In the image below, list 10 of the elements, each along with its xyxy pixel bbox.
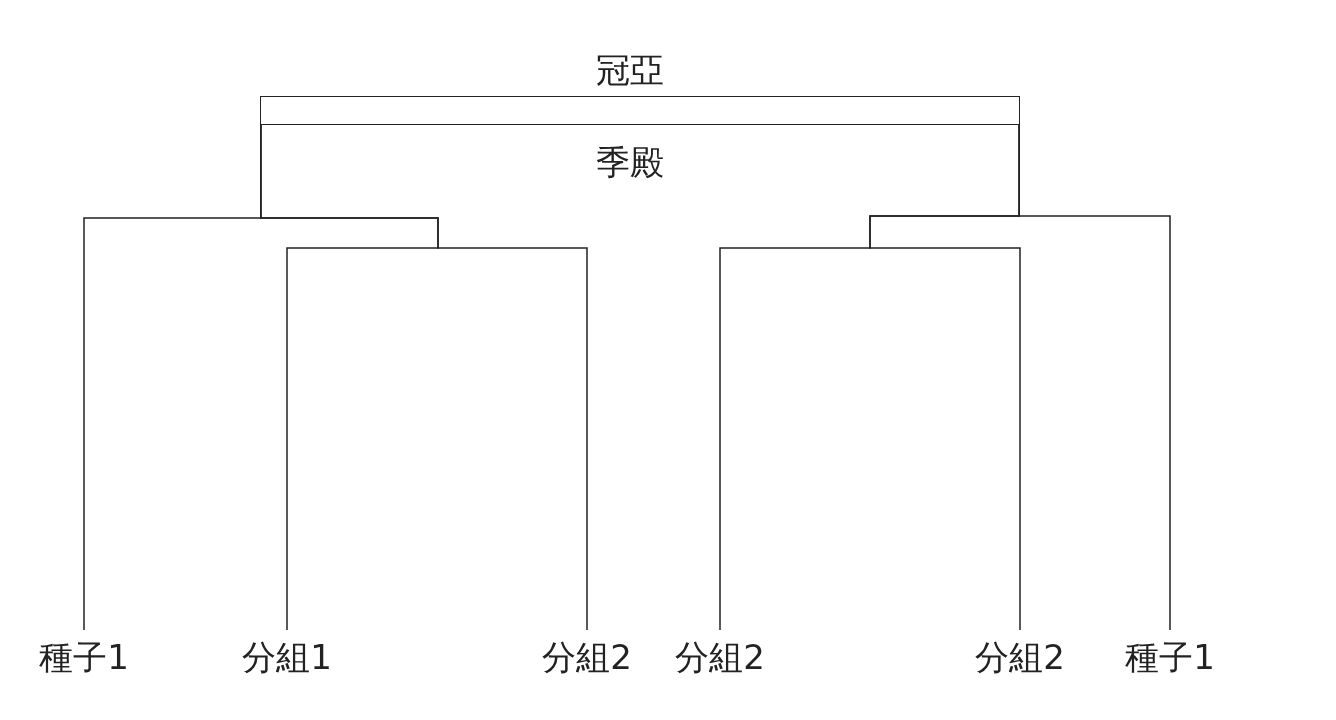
team-label: 種子1: [1125, 637, 1215, 677]
team-label: 分組2: [542, 637, 632, 677]
team-label: 種子1: [39, 637, 129, 677]
team-label: 分組1: [242, 637, 332, 677]
round-label: 冠亞: [596, 50, 664, 90]
bracket-line: [260, 124, 588, 631]
round-label: 季殿: [596, 142, 664, 182]
team-label: 分組2: [675, 637, 765, 677]
bracket-line: [1018, 124, 1171, 631]
team-label: 分組2: [975, 637, 1065, 677]
